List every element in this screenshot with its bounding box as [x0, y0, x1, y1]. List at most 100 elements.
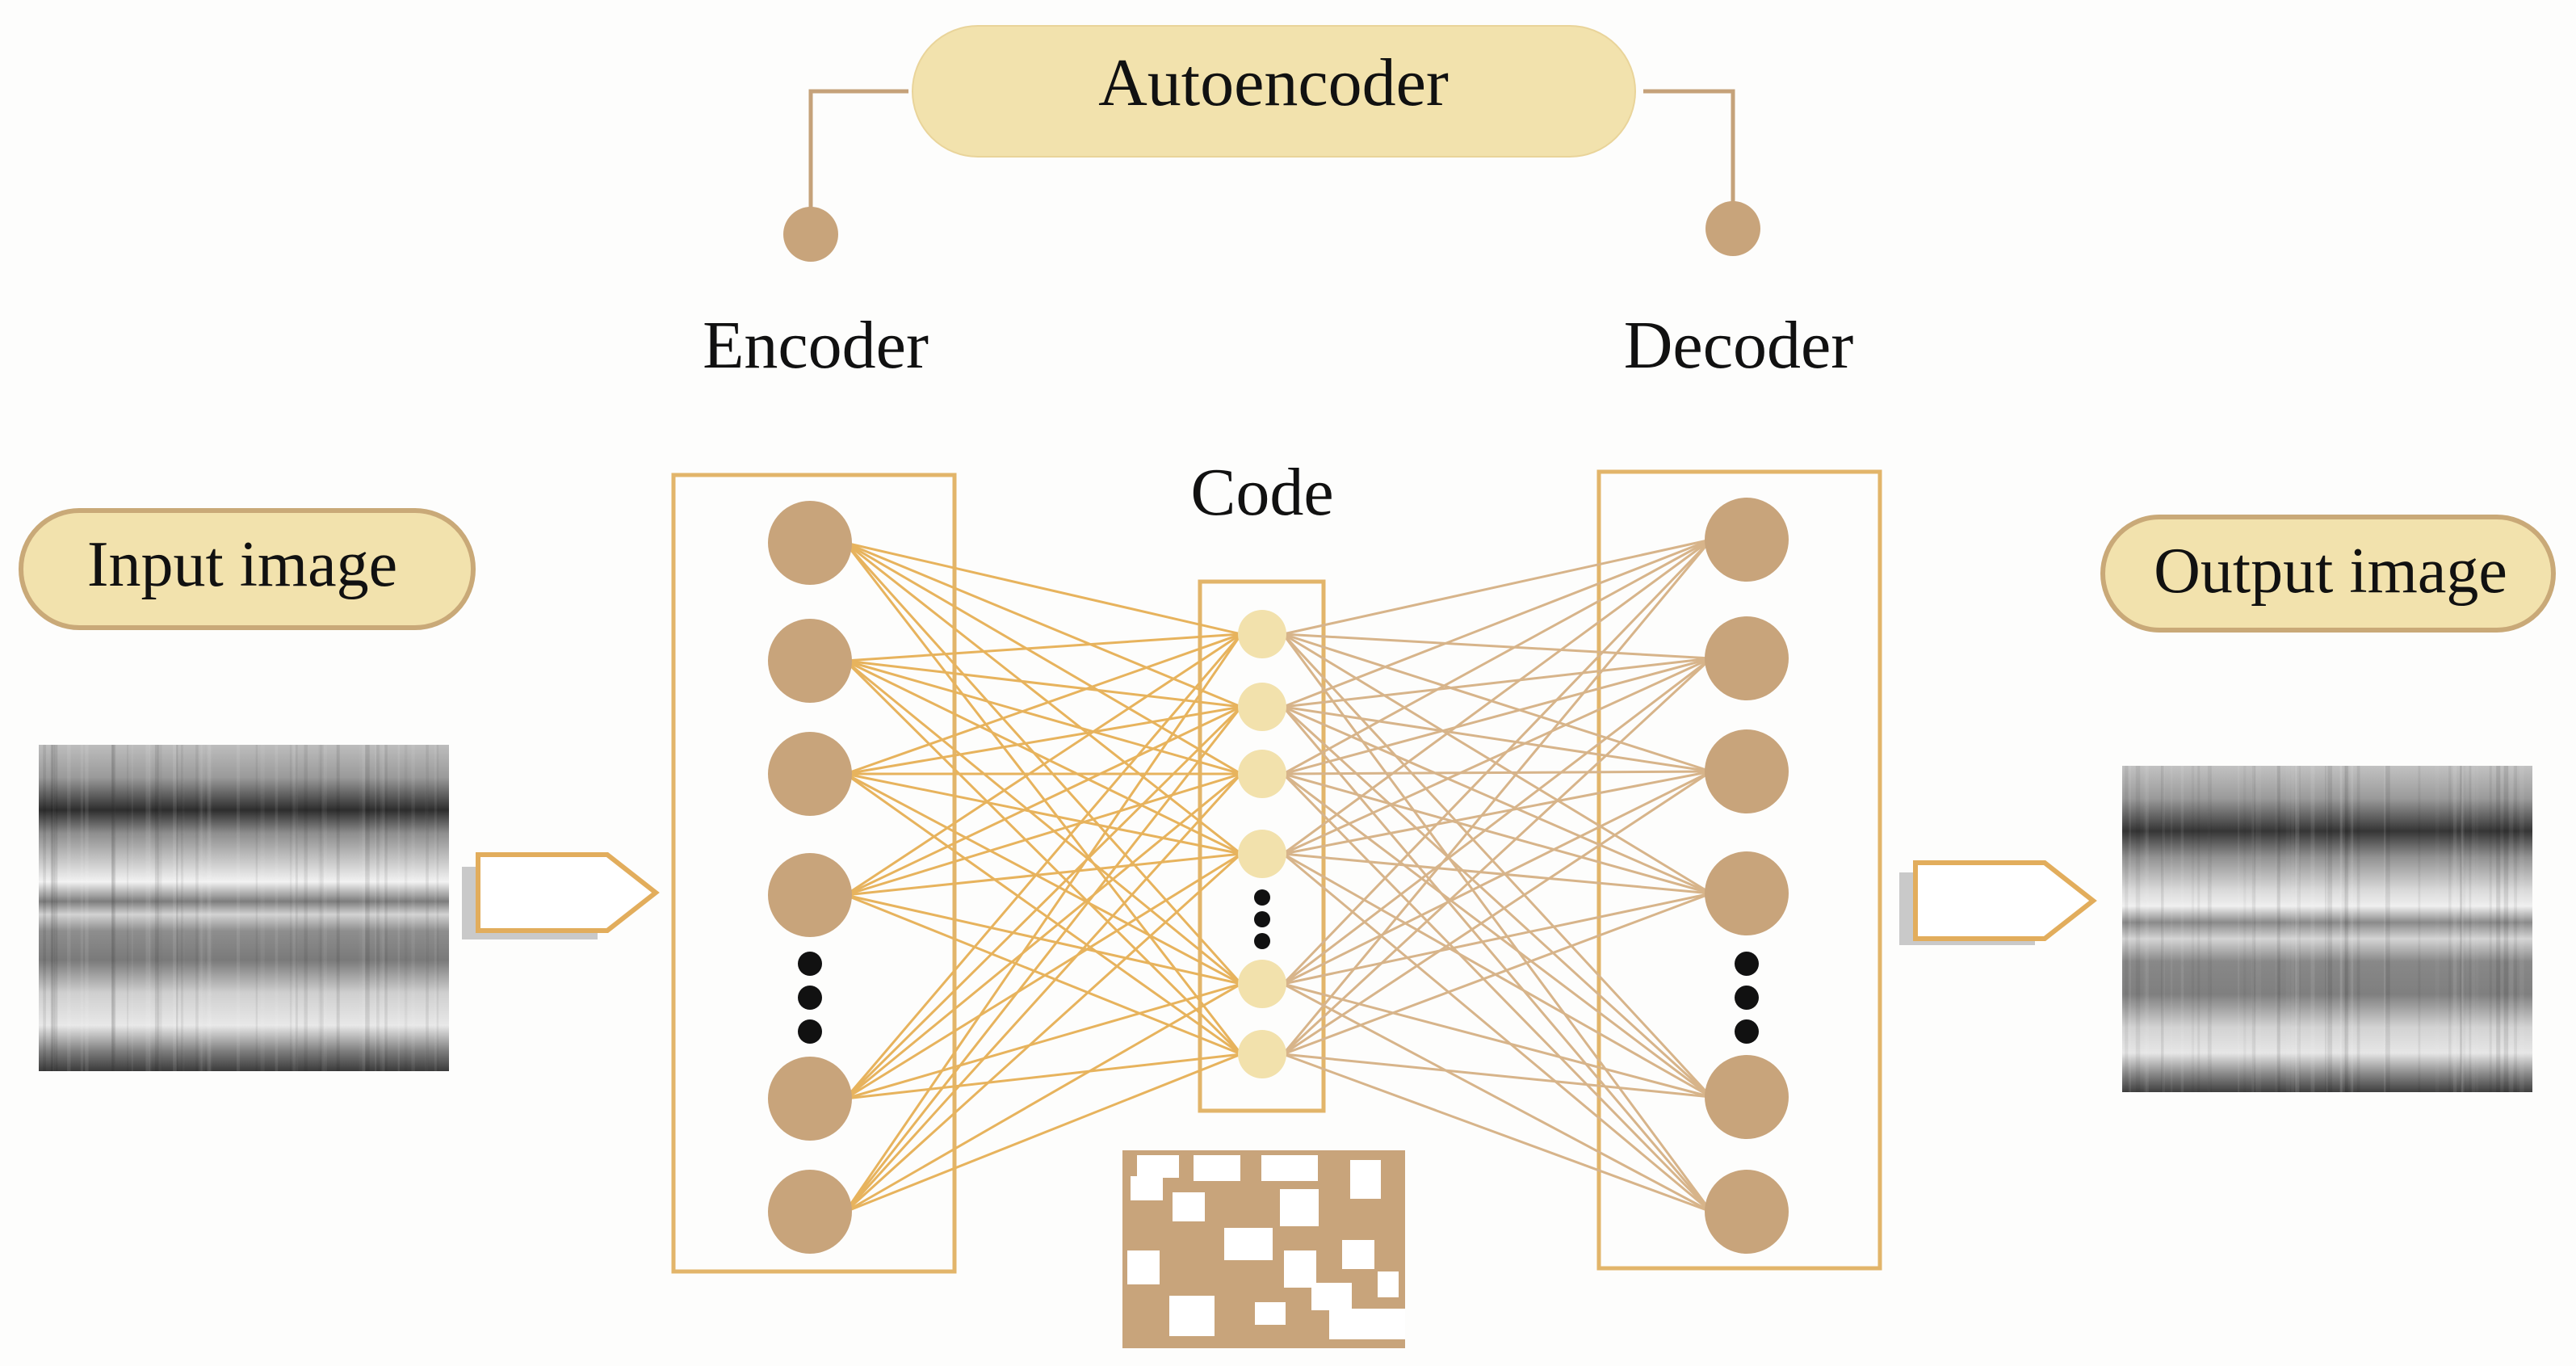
image-texture-streak: [436, 745, 439, 1071]
code-ellipsis: [1254, 889, 1270, 949]
image-texture-streak: [289, 745, 292, 1071]
image-texture-streak: [51, 745, 55, 1071]
decoder-connection-line: [1282, 538, 1712, 855]
decoder-connection-line: [1282, 705, 1712, 895]
image-texture-streak: [54, 745, 58, 1071]
decoder-label: Decoder: [1624, 308, 1854, 383]
encoder-connection-line: [845, 659, 1242, 775]
image-texture-streak: [2125, 766, 2129, 1092]
image-texture-streak: [131, 745, 133, 1071]
encoder-ellipsis-dot: [798, 986, 822, 1010]
encoder-connection-line: [844, 633, 1243, 1213]
image-texture-streak: [365, 745, 370, 1071]
encoder-ellipsis-dot: [798, 952, 822, 976]
image-texture-streak: [2275, 766, 2279, 1092]
encoder-connection-line: [845, 852, 1242, 897]
image-texture-streak: [2326, 766, 2328, 1092]
decoder-node: [1705, 1055, 1789, 1139]
output-pill-background: [2100, 515, 2556, 633]
code-pattern-block: [1127, 1250, 1160, 1284]
image-texture-streak: [2500, 766, 2503, 1092]
image-texture-streak: [2310, 766, 2315, 1092]
image-texture-streak: [425, 745, 429, 1071]
image-texture-streak: [2460, 766, 2462, 1092]
encoder-connection-line: [845, 893, 1242, 1056]
decoder-connection-line: [1282, 705, 1712, 773]
code-node: [1238, 750, 1286, 798]
image-texture-streak: [434, 745, 438, 1071]
decoder-connection-line: [1282, 852, 1712, 1099]
image-texture-streak: [198, 745, 202, 1071]
image-texture-streak: [157, 745, 162, 1071]
image-texture-streak: [320, 745, 324, 1071]
decoder-ellipsis: [1735, 952, 1759, 1044]
decoder-connection-line: [1282, 706, 1713, 1213]
decoder-connector-dot: [1705, 201, 1760, 256]
decoder-nodes: [1705, 498, 1789, 1254]
encoder-connection-line: [845, 852, 1242, 1100]
image-texture-streak: [2351, 766, 2354, 1092]
image-texture-streak: [2340, 766, 2346, 1092]
image-texture-streak: [2251, 766, 2255, 1092]
decoder-connection-line: [1282, 982, 1712, 1099]
encoder-connection-line: [845, 541, 1242, 636]
image-texture-streak: [260, 745, 265, 1071]
input-image: [39, 745, 449, 1071]
image-texture-streak: [195, 745, 199, 1071]
image-texture-streak: [2170, 766, 2173, 1092]
decoder-connection-line: [1282, 633, 1713, 1099]
decoder-connection-line: [1282, 852, 1712, 895]
encoder-connection-line: [845, 659, 1242, 855]
title-pill: Autoencoder: [912, 25, 1636, 158]
code-pattern-block: [1378, 1271, 1399, 1297]
image-texture-streak: [2207, 766, 2211, 1092]
code-ellipsis-dot: [1254, 911, 1270, 927]
image-texture-streak: [362, 745, 366, 1071]
title-pill-background: [912, 25, 1636, 158]
image-texture-streak: [2453, 766, 2457, 1092]
encoder-connection-line: [844, 705, 1243, 1100]
encoder-connection-line: [844, 772, 1243, 1213]
image-texture-streak: [2297, 766, 2301, 1092]
image-texture-streak: [380, 745, 385, 1071]
decoder-connection-line: [1282, 1053, 1712, 1213]
decoder-node: [1705, 729, 1789, 813]
image-texture-streak: [2327, 766, 2333, 1092]
image-texture-streak: [2344, 766, 2349, 1092]
code-node: [1238, 610, 1286, 658]
title-connectors: [783, 89, 1760, 262]
code-pattern-block: [1261, 1155, 1318, 1181]
decoder-connection-line: [1282, 657, 1712, 986]
image-texture-streak: [384, 745, 388, 1071]
encoder-connections: [844, 541, 1243, 1213]
code-pattern-block: [1350, 1160, 1381, 1199]
output-image-strip: [2122, 766, 2532, 1092]
code-pattern-block: [1173, 1192, 1205, 1221]
decoder-connection-line: [1282, 538, 1712, 708]
decoder-connector-line: [1643, 89, 1735, 208]
image-texture-streak: [2489, 766, 2492, 1092]
image-texture-streak: [2251, 766, 2256, 1092]
code-pattern-block: [1280, 1189, 1319, 1226]
image-texture-streak: [397, 745, 400, 1071]
image-texture-streak: [2256, 766, 2262, 1092]
image-texture-streak: [181, 745, 184, 1071]
code-nodes: [1238, 610, 1286, 1078]
image-texture-streak: [111, 745, 116, 1071]
image-texture-streak: [255, 745, 258, 1071]
image-texture-streak: [2291, 766, 2295, 1092]
image-texture-streak: [53, 745, 56, 1071]
encoder-connection-line: [844, 659, 1243, 1056]
image-texture-streak: [2145, 766, 2149, 1092]
input-pill-background: [19, 508, 476, 630]
encoder-nodes: [768, 501, 852, 1254]
image-texture-streak: [2509, 766, 2514, 1092]
encoder-connection-line: [845, 1053, 1242, 1213]
image-texture-streak: [411, 745, 415, 1071]
code-pattern-block: [1169, 1296, 1215, 1336]
image-texture-streak: [382, 745, 384, 1071]
image-texture-streak: [173, 745, 178, 1071]
encoder-node: [768, 732, 852, 816]
code-pattern-block: [1311, 1283, 1352, 1310]
image-texture-streak: [321, 745, 325, 1071]
